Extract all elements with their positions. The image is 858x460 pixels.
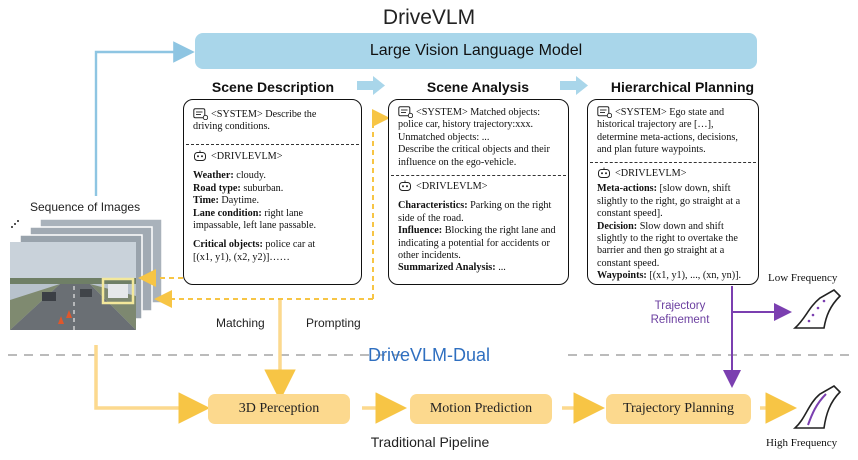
weather-label: Weather: (193, 170, 234, 182)
system-prompt-line: and plan future waypoints. (597, 144, 706, 156)
meta-actions-cont: constant speed]. (597, 208, 663, 220)
stage-scene-description: Scene Description (211, 79, 335, 95)
arrow-images-to-llm (94, 41, 195, 196)
low-frequency-label: Low Frequency (768, 272, 838, 284)
stack-dots (11, 220, 19, 228)
vlm-tag: <DRIVLEVLM> (211, 151, 283, 162)
system-chat-icon (398, 106, 413, 118)
vlm-tag: <DRIVLEVLM> (615, 168, 687, 179)
road-type-value: suburban. (240, 182, 284, 194)
vlm-tag: <DRIVLEVLM> (416, 181, 488, 192)
perception-label: 3D Perception (238, 401, 320, 416)
traditional-pipeline-label: Traditional Pipeline (370, 434, 490, 450)
decision-label: Decision: (597, 220, 638, 232)
system-prompt-line: police car, history trajectory:xxx. (398, 119, 534, 131)
decision-cont: barrier and then go straight at a (597, 245, 725, 257)
influence-cont: other incidents. (398, 250, 461, 262)
influence-label: Influence: (398, 225, 443, 237)
meta-actions-cont: slightly to the right, go straight at a (597, 195, 741, 207)
stage-arrow-2 (560, 76, 588, 95)
stage-arrow-1 (357, 76, 385, 95)
robot-icon (194, 150, 206, 161)
matching-label: Matching (216, 316, 265, 330)
llm-bar-label: Large Vision Language Model (369, 42, 583, 59)
robot-icon (598, 167, 610, 178)
decision-cont: constant speed. (597, 257, 660, 269)
characteristics-label: Characteristics: (398, 200, 468, 212)
influence-cont: indicating a potential for accidents or (398, 237, 550, 249)
high-frequency-label: High Frequency (766, 437, 838, 449)
lane-condition-label: Lane condition: (193, 207, 262, 219)
characteristics-value: Parking on the right (467, 200, 552, 212)
robot-icon (399, 180, 411, 191)
weather-value: cloudy. (233, 170, 266, 182)
system-prompt-line: Describe the critical objects and their (398, 144, 550, 156)
perception-box: 3D Perception (208, 394, 350, 424)
llm-bar: Large Vision Language Model (195, 33, 757, 69)
stage-scene-analysis: Scene Analysis (426, 79, 530, 95)
road-type-label: Road type: (193, 182, 241, 194)
system-prompt-line: driving conditions. (193, 121, 270, 133)
refinement-line: Trajectory (654, 300, 706, 312)
influence-value: Blocking the right lane and (442, 225, 556, 237)
system-prompt-line: <SYSTEM> Describe the (211, 109, 317, 120)
motion-prediction-label: Motion Prediction (429, 401, 533, 416)
arrow-images-to-perception (94, 345, 210, 424)
panel-scene-description: <SYSTEM> Describe the driving conditions… (183, 99, 362, 285)
trajectory-planning-label: Trajectory Planning (622, 401, 735, 416)
system-prompt-line: Unmatched objects: ... (398, 131, 490, 143)
panel-hierarchical-planning: <SYSTEM> Ego state and historical trajec… (587, 99, 759, 285)
summarized-analysis-value: ... (495, 262, 506, 274)
high-frequency-road-icon (792, 385, 842, 429)
drivevlm-dual-label: DriveVLM-Dual (367, 345, 491, 365)
system-prompt-line: influence on the ego-vehicle. (398, 156, 517, 168)
characteristics-cont: side of the road. (398, 212, 464, 224)
waypoints-label: Waypoints: (597, 270, 647, 282)
trajectory-refinement-label: Trajectory Refinement (640, 299, 720, 327)
dashed-prompting-route (372, 109, 390, 299)
system-prompt-line: historical trajectory are […], (597, 119, 714, 131)
lane-condition-cont: impassable, left lane passable. (193, 220, 317, 232)
system-prompt-line: <SYSTEM> Matched objects: (416, 107, 541, 118)
panel-scene-analysis: <SYSTEM> Matched objects: police car, hi… (388, 99, 569, 285)
critical-objects-label: Critical objects: (193, 239, 263, 251)
panel-divider (391, 175, 566, 176)
time-value: Daytime. (218, 195, 260, 207)
motion-prediction-box: Motion Prediction (410, 394, 552, 424)
lane-condition-value: right lane (261, 207, 304, 219)
system-chat-icon (193, 108, 208, 120)
image-stack (10, 218, 163, 330)
time-label: Time: (193, 195, 219, 207)
system-chat-icon (597, 106, 612, 118)
sequence-of-images-label: Sequence of Images (30, 200, 141, 214)
waypoints-value: [(x1, y1), ..., (xn, yn)]. (646, 270, 742, 282)
stage-hierarchical-planning: Hierarchical Planning (610, 79, 755, 95)
summarized-analysis-label: Summarized Analysis: (398, 262, 496, 274)
decision-value: Slow down and shift (637, 220, 724, 232)
meta-actions-value: [slow down, shift (656, 183, 731, 195)
decision-cont: slightly to the right to overtake the (597, 233, 738, 245)
panel-divider (186, 144, 359, 145)
low-frequency-road-icon (792, 289, 842, 329)
meta-actions-label: Meta-actions: (597, 183, 657, 195)
system-prompt-line: determine meta-actions, decisions, (597, 131, 738, 143)
refinement-line: Refinement (650, 314, 710, 326)
critical-objects-value: police car at (262, 239, 316, 251)
diagram-title: DriveVLM (382, 6, 476, 29)
system-prompt-line: <SYSTEM> Ego state and (615, 107, 725, 118)
prompting-label: Prompting (306, 316, 361, 330)
panel-divider (590, 162, 756, 163)
critical-objects-cont: [(x1, y1), (x2, y2)]…… (193, 251, 290, 263)
trajectory-planning-box: Trajectory Planning (606, 394, 751, 424)
